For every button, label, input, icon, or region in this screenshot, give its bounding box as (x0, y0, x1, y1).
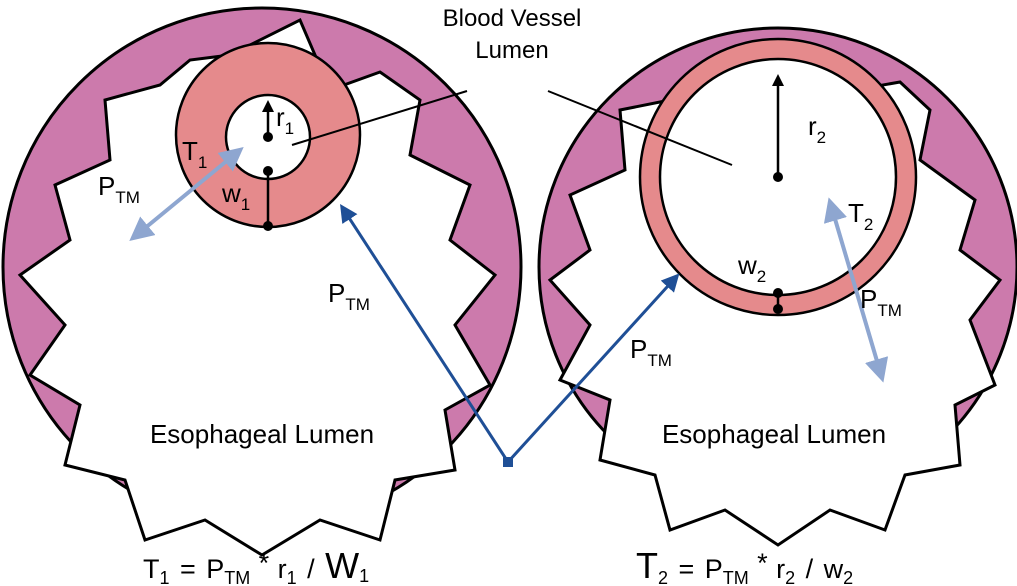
left-vessel-center-dot (263, 132, 273, 142)
right-vessel-center-dot (773, 172, 783, 182)
blood-vessel-label-line1: Blood Vessel (443, 5, 582, 32)
central-ptm-origin (503, 457, 513, 467)
left-esophagus: r1 T1 w1 PTM Esophageal Lumen (3, 8, 521, 555)
left-esophageal-lumen-label: Esophageal Lumen (150, 419, 374, 449)
left-wall-inner-dot (263, 166, 273, 176)
blood-vessel-label-line2: Lumen (475, 37, 548, 64)
left-wall-outer-dot (263, 221, 273, 231)
right-wall-inner-dot (773, 288, 783, 298)
right-equation: T2 = PTM * r2 / w2 (636, 545, 853, 586)
right-wall-outer-dot (773, 304, 783, 314)
right-esophageal-lumen-label: Esophageal Lumen (662, 419, 886, 449)
right-esophagus: r2 T2 w2 PTM Esophageal Lumen (539, 28, 1017, 545)
